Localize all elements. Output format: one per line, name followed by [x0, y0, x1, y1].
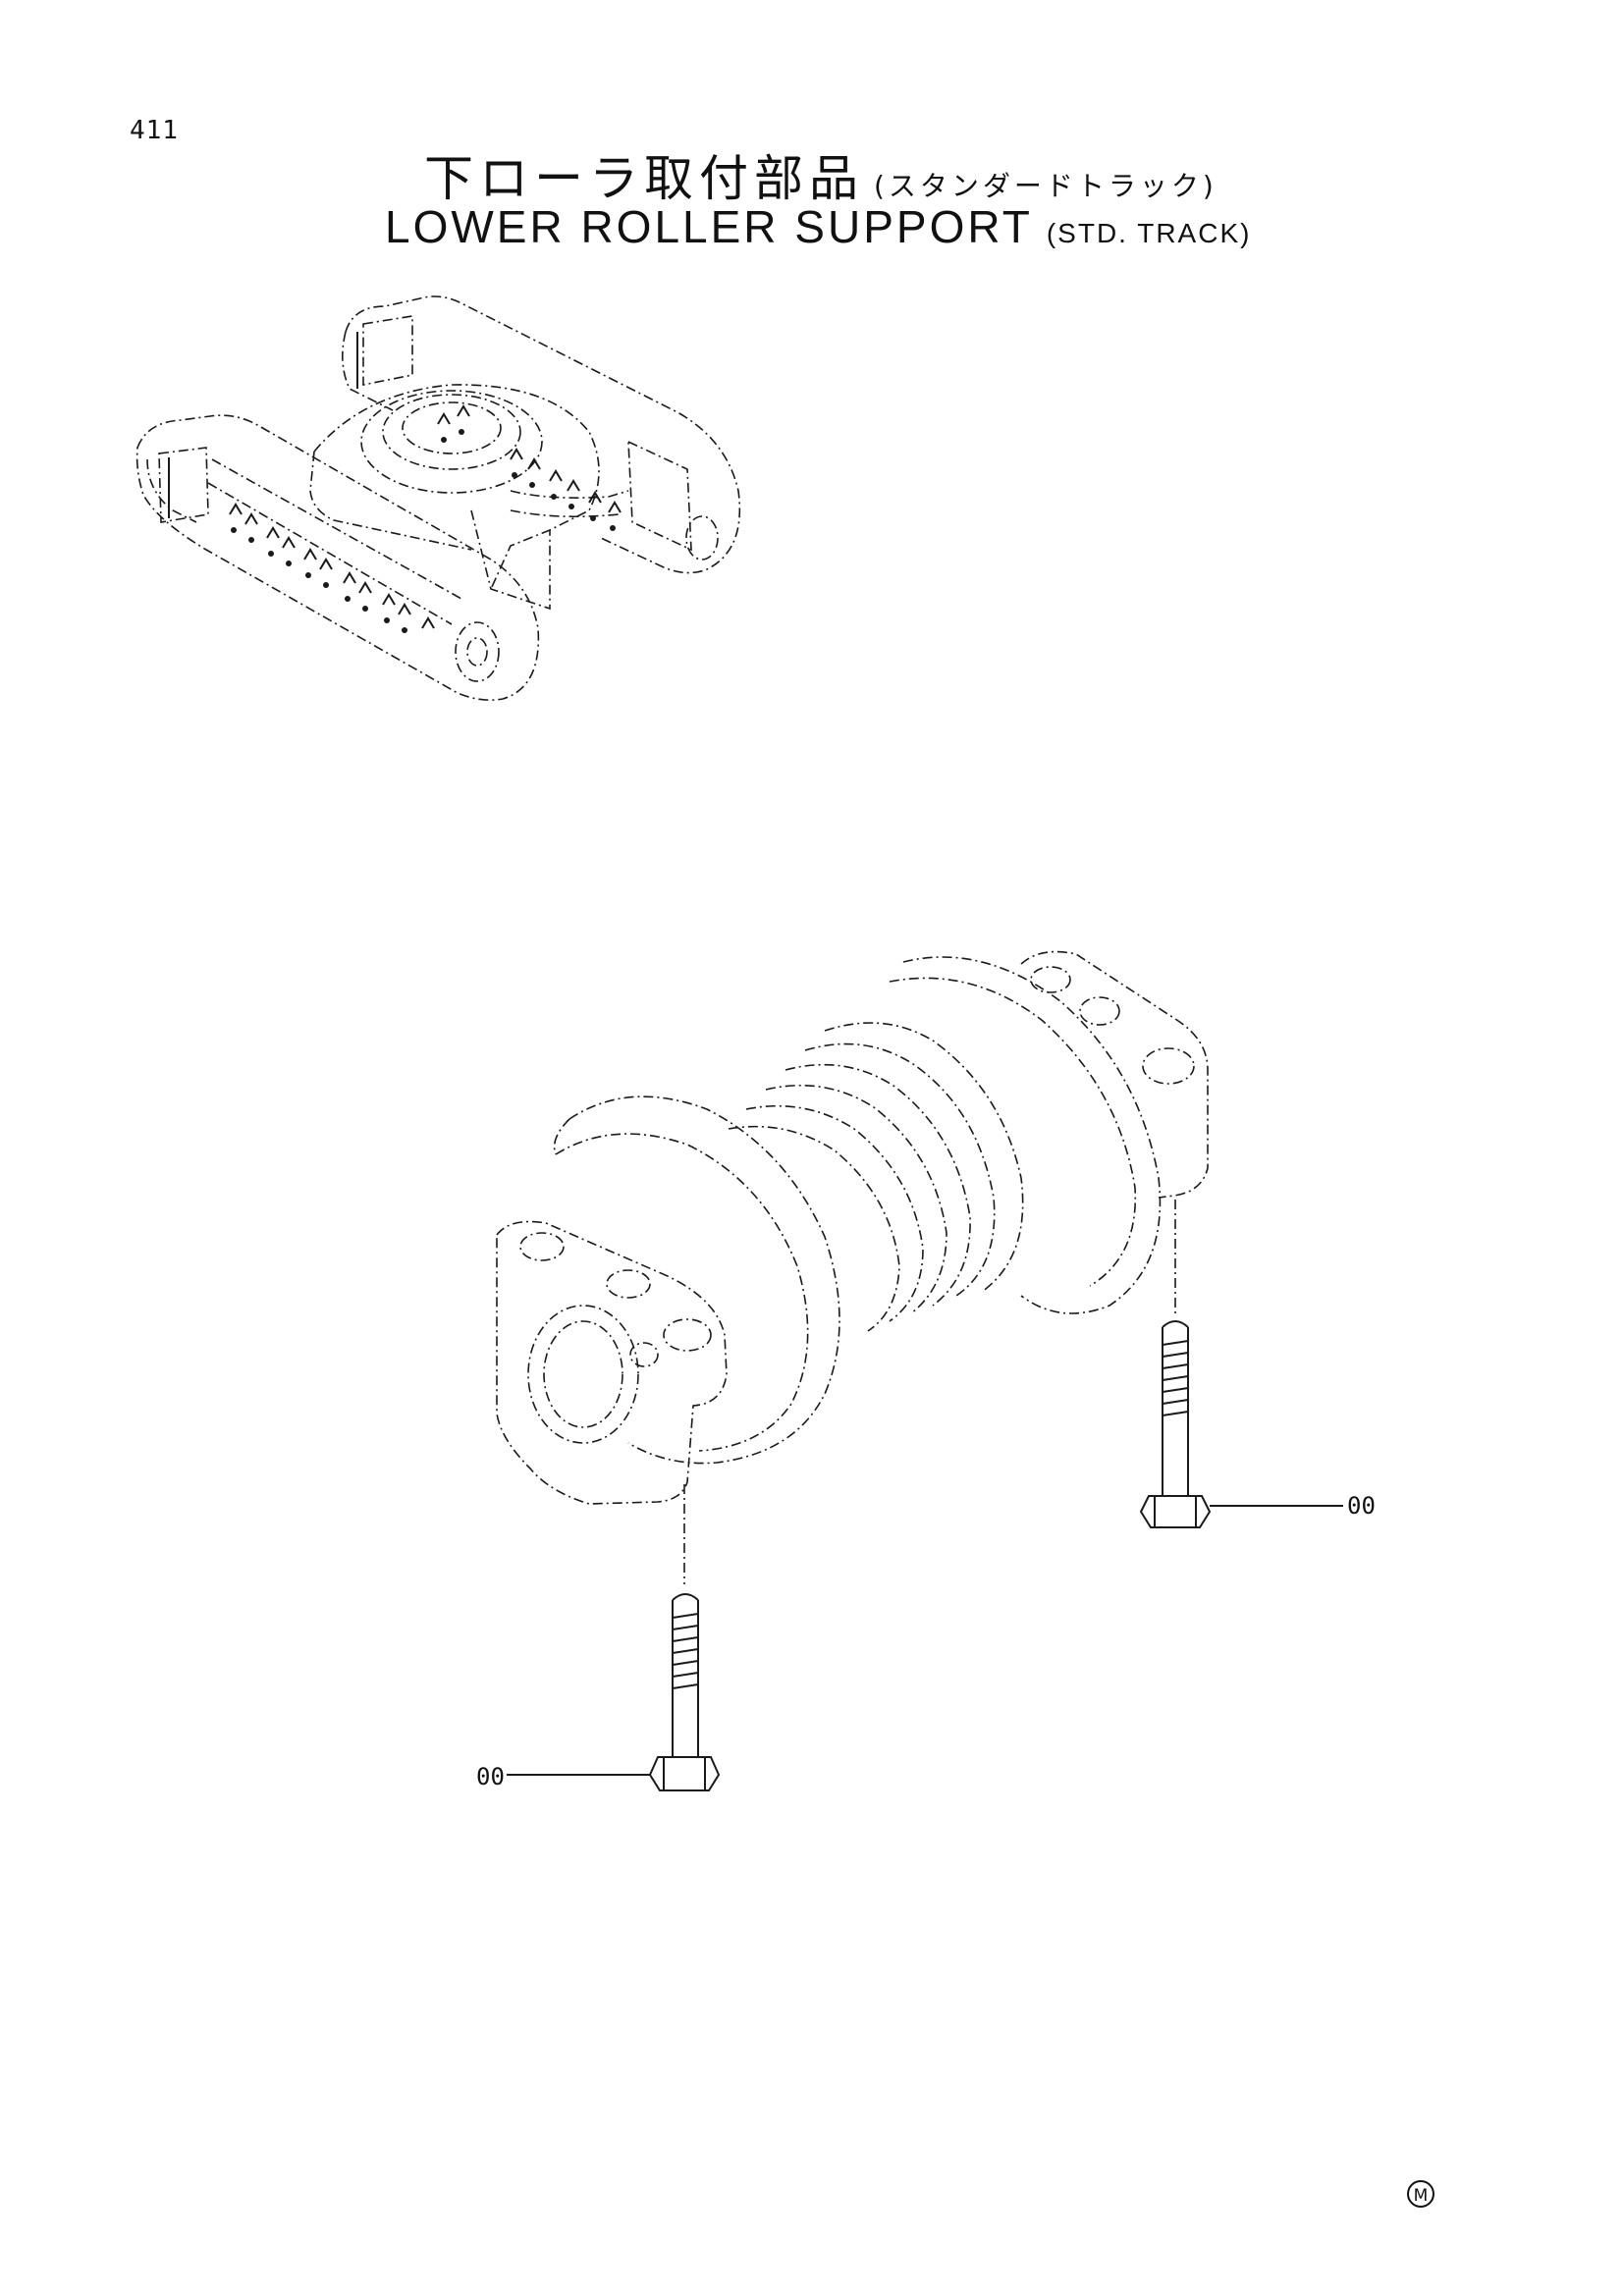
left-bolt	[507, 1484, 721, 1791]
title-japanese: 下ローラ取付部品 (スタンダードトラック)	[424, 139, 1217, 210]
roller-drum	[728, 1022, 1024, 1332]
front-flange	[553, 1095, 840, 1465]
right-bolt	[1139, 1200, 1343, 1528]
overview-lower-rollers	[229, 503, 435, 633]
title-japanese-main: 下ローラ取付部品	[424, 150, 864, 207]
title-japanese-subtitle: (スタンダードトラック)	[874, 170, 1217, 202]
center-frame	[309, 384, 629, 611]
title-english-main: LOWER ROLLER SUPPORT	[385, 201, 1033, 252]
rear-bracket	[1020, 950, 1209, 1199]
lower-roller-assembly	[496, 950, 1209, 1505]
front-bracket	[496, 1220, 728, 1505]
rear-flange	[889, 956, 1162, 1314]
callout-left-bolt: 00	[476, 1763, 505, 1790]
front-track-frame	[135, 414, 540, 701]
title-english-subtitle: (STD. TRACK)	[1046, 218, 1252, 248]
undercarriage-overview	[135, 295, 741, 701]
rear-track-frame	[342, 295, 741, 574]
page-number: 411	[130, 116, 179, 145]
callout-right-bolt: 00	[1347, 1492, 1376, 1520]
title-english: LOWER ROLLER SUPPORT (STD. TRACK)	[385, 200, 1251, 253]
overview-rear-rollers	[437, 404, 622, 531]
manufacturer-mark: M	[1407, 2180, 1434, 2208]
